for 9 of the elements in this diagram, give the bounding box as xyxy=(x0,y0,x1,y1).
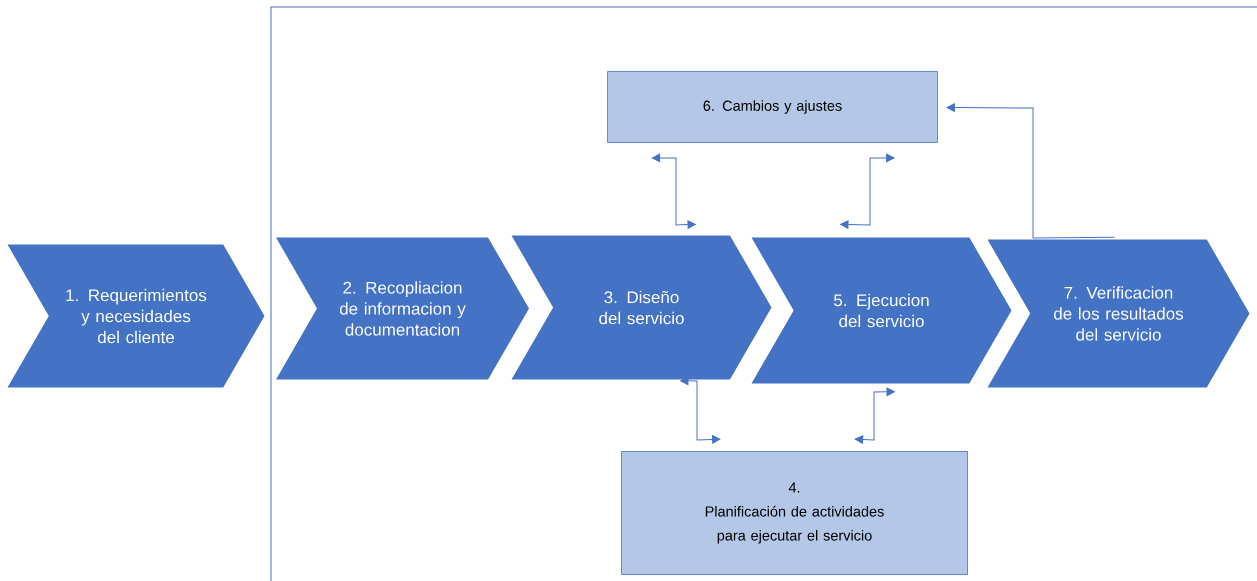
arrow xyxy=(680,376,721,444)
node-label: 7. Verificacion de los resultados del servicio xyxy=(1054,286,1184,341)
arrow xyxy=(854,387,895,444)
arrow xyxy=(946,103,1115,239)
arrow xyxy=(840,153,895,229)
process-box: 4. Planificación de actividades para ejecutar el servicio xyxy=(621,451,968,575)
process-box: 6. Cambios y ajustes xyxy=(607,71,938,143)
arrow xyxy=(651,153,696,229)
frame-box xyxy=(270,6,1257,581)
